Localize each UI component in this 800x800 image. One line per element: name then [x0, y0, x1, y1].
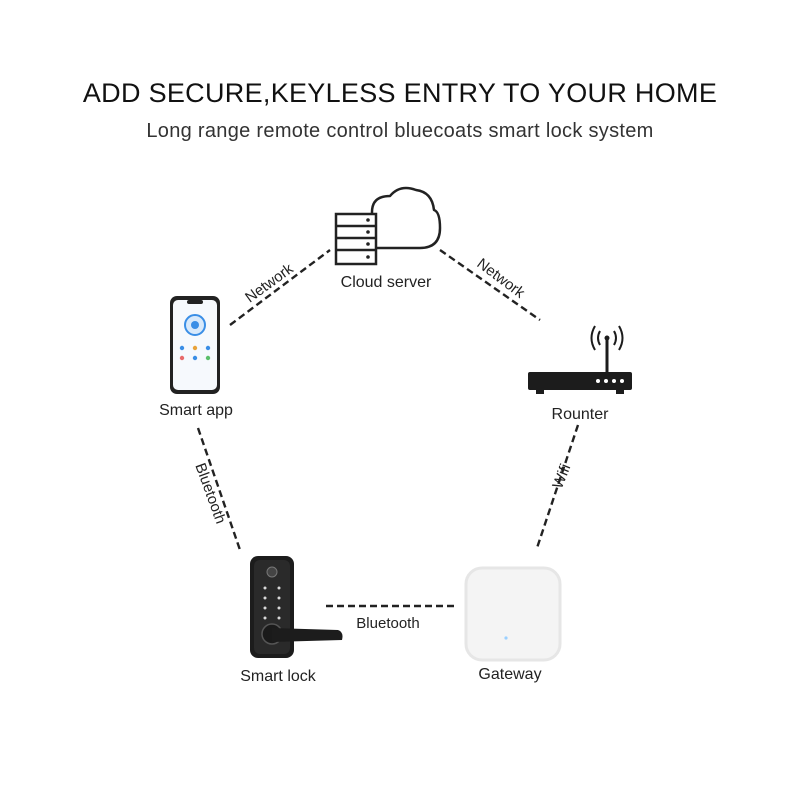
router-label: Rounter: [552, 406, 610, 423]
cloud-server-icon: [334, 186, 442, 266]
smart-lock-icon: [250, 556, 343, 658]
cloud-server-label: Cloud server: [341, 274, 432, 291]
page-subtitle: Long range remote control bluecoats smar…: [146, 120, 654, 142]
gateway-icon: [464, 566, 562, 662]
smart-lock-label: Smart lock: [240, 668, 317, 685]
router-icon: [528, 325, 632, 394]
link-label-lock-gateway: Bluetooth: [356, 615, 419, 632]
link-cloud-router: [439, 249, 541, 321]
gateway-label: Gateway: [478, 666, 541, 683]
link-label-app-cloud: Network: [242, 260, 297, 306]
smart-app-label: Smart app: [159, 402, 233, 419]
link-label-router-gateway: Wifi: [549, 462, 574, 492]
smartphone-icon: [170, 296, 220, 394]
link-app-cloud: [229, 249, 331, 326]
page-title: ADD SECURE,KEYLESS ENTRY TO YOUR HOME: [82, 78, 718, 108]
link-label-app-lock: Bluetooth: [191, 461, 229, 526]
